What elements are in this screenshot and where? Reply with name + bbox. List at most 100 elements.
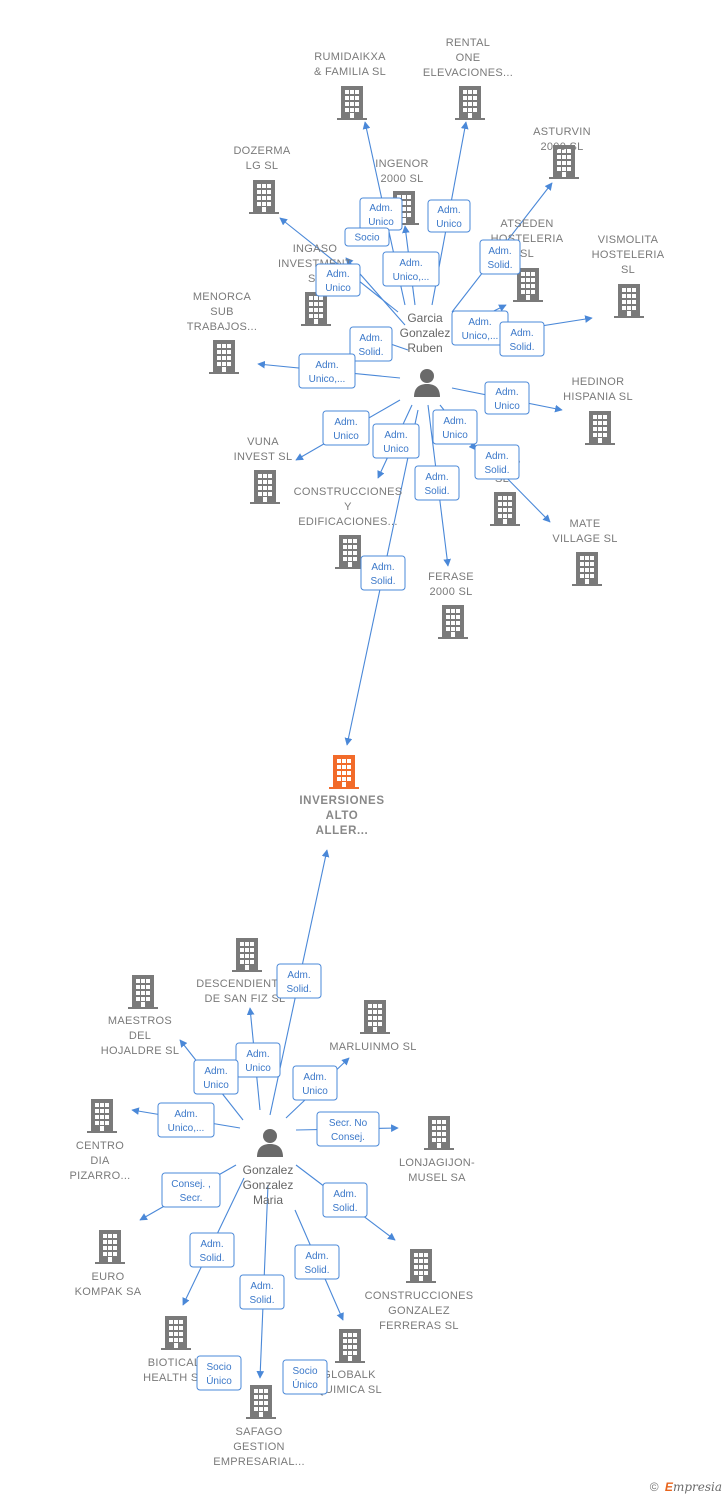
person-node-p1[interactable]: [414, 369, 440, 397]
role-badge-frame: [382, 251, 440, 287]
footer-brand[interactable]: © Empresia: [650, 1480, 722, 1494]
role-badge-socio[interactable]: Socio: [344, 227, 390, 247]
target-company-node[interactable]: [329, 755, 359, 789]
role-badge-text: Adm.Unico: [325, 269, 351, 294]
role-badge-line: Unico,...: [309, 374, 346, 385]
role-badge-frame: [322, 410, 370, 446]
company-node-biotical[interactable]: [161, 1316, 191, 1350]
role-badge-adm_solid[interactable]: Adm.Solid.: [474, 444, 520, 480]
company-label-vuna-line: INVEST SL: [234, 451, 293, 463]
role-badge-adm_unico[interactable]: Adm.Unico: [359, 197, 403, 231]
company-node-descendientes[interactable]: [232, 938, 262, 972]
role-badge-adm_solid[interactable]: Adm.Solid.: [499, 321, 545, 357]
role-badge-adm_unico[interactable]: Adm.Unico: [322, 410, 370, 446]
company-label-construcciones_y-line: EDIFICACIONES...: [298, 516, 398, 528]
role-badge-adm_solid[interactable]: Adm.Solid.: [189, 1232, 235, 1268]
company-label-globalk-line: GLOBALK: [322, 1369, 376, 1381]
company-node-centro[interactable]: [87, 1099, 117, 1133]
company-node-ferase[interactable]: [438, 605, 468, 639]
role-badge-line: Adm.: [246, 1049, 269, 1060]
role-badge-text: Adm.Unico: [302, 1072, 328, 1097]
role-badge-adm_solid[interactable]: Adm.Solid.: [239, 1274, 285, 1310]
role-badge-adm_unico[interactable]: Adm.Unico: [315, 263, 361, 297]
company-node-rental[interactable]: [455, 86, 485, 120]
company-node-dozerma[interactable]: [249, 180, 279, 214]
person-label-p2-line: Gonzalez: [243, 1163, 294, 1177]
building-icon: [337, 86, 367, 120]
role-badge-frame: [322, 1182, 368, 1218]
role-badge-line: Adm.: [488, 246, 511, 257]
role-badge-line: Solid.: [304, 1265, 329, 1276]
company-node-rmop[interactable]: [490, 492, 520, 526]
role-badge-adm_unico_more[interactable]: Adm.Unico,...: [157, 1102, 215, 1138]
company-label-construcciones_y-line: CONSTRUCCIONES: [294, 486, 403, 498]
role-badge-text: Adm.Unico: [442, 416, 468, 441]
role-badge-adm_unico[interactable]: Adm.Unico: [372, 423, 420, 459]
company-node-rumidaikxa[interactable]: [337, 86, 367, 120]
role-badge-frame: [193, 1059, 239, 1095]
company-node-vismolita[interactable]: [614, 284, 644, 318]
company-node-maestros[interactable]: [128, 975, 158, 1009]
company-node-globalk[interactable]: [335, 1329, 365, 1363]
role-badge-adm_solid[interactable]: Adm.Solid.: [349, 326, 393, 362]
company-node-marluinmo[interactable]: [360, 1000, 390, 1034]
role-badge-text: Adm.Solid.: [370, 562, 395, 587]
company-label-asturvin-line: 2000 SL: [540, 141, 583, 153]
role-badge-line: Adm.: [399, 258, 422, 269]
company-label-lonjagijon-line: MUSEL SA: [408, 1172, 466, 1184]
role-badge-adm_solid[interactable]: Adm.Solid.: [360, 555, 406, 591]
role-badge-frame: [414, 465, 460, 501]
role-badge-text: Adm.Solid.: [304, 1251, 329, 1276]
role-badge-consej_secr[interactable]: Consej. ,Secr.: [161, 1172, 221, 1208]
company-node-lonjagijon[interactable]: [424, 1116, 454, 1150]
company-label-vismolita-line: SL: [621, 264, 635, 276]
company-label-construcciones_g-line: FERRERAS SL: [379, 1320, 459, 1332]
role-badge-line: Secr. No: [329, 1118, 368, 1129]
role-badge-frame: [157, 1102, 215, 1138]
company-node-vuna[interactable]: [250, 470, 280, 504]
role-badge-adm_unico[interactable]: Adm.Unico: [484, 381, 530, 415]
company-label-marluinmo-line: MARLUINMO SL: [329, 1041, 416, 1053]
company-node-hedinor[interactable]: [585, 411, 615, 445]
role-badge-text: Adm.Unico: [383, 430, 409, 455]
role-badge-adm_unico_more[interactable]: Adm.Unico,...: [382, 251, 440, 287]
company-node-euro[interactable]: [95, 1230, 125, 1264]
company-label-euro-line: EURO: [92, 1271, 125, 1283]
role-badge-adm_solid[interactable]: Adm.Solid.: [414, 465, 460, 501]
person-node-p2[interactable]: [257, 1129, 283, 1157]
role-badge-adm_unico[interactable]: Adm.Unico: [193, 1059, 239, 1095]
company-label-globalk-line: QUIMICA SL: [316, 1384, 382, 1396]
role-badge-text: Adm.Unico: [203, 1066, 229, 1091]
role-badge-line: Solid.: [484, 465, 509, 476]
company-node-menorca[interactable]: [209, 340, 239, 374]
company-node-ingaso[interactable]: [301, 292, 331, 326]
role-badge-text: Adm.Solid.: [487, 246, 512, 271]
role-badge-adm_unico[interactable]: Adm.Unico: [432, 409, 478, 445]
role-badge-adm_solid[interactable]: Adm.Solid.: [294, 1244, 340, 1280]
role-badge-adm_unico[interactable]: Adm.Unico: [235, 1042, 281, 1078]
company-node-safago[interactable]: [246, 1385, 276, 1419]
company-node-construcciones_g[interactable]: [406, 1249, 436, 1283]
company-node-mate[interactable]: [572, 552, 602, 586]
role-badge-adm_unico[interactable]: Adm.Unico: [427, 199, 471, 233]
role-badge-adm_solid[interactable]: Adm.Solid.: [479, 239, 521, 275]
role-badge-adm_solid[interactable]: Adm.Solid.: [276, 963, 322, 999]
role-badge-line: Adm.: [369, 203, 392, 214]
role-badge-adm_unico_more[interactable]: Adm.Unico,...: [298, 353, 356, 389]
role-badge-text: Adm.Solid.: [249, 1281, 274, 1306]
role-badge-adm_unico[interactable]: Adm.Unico: [292, 1065, 338, 1101]
company-label-maestros-line: HOJALDRE SL: [101, 1045, 180, 1057]
role-badge-adm_solid[interactable]: Adm.Solid.: [322, 1182, 368, 1218]
